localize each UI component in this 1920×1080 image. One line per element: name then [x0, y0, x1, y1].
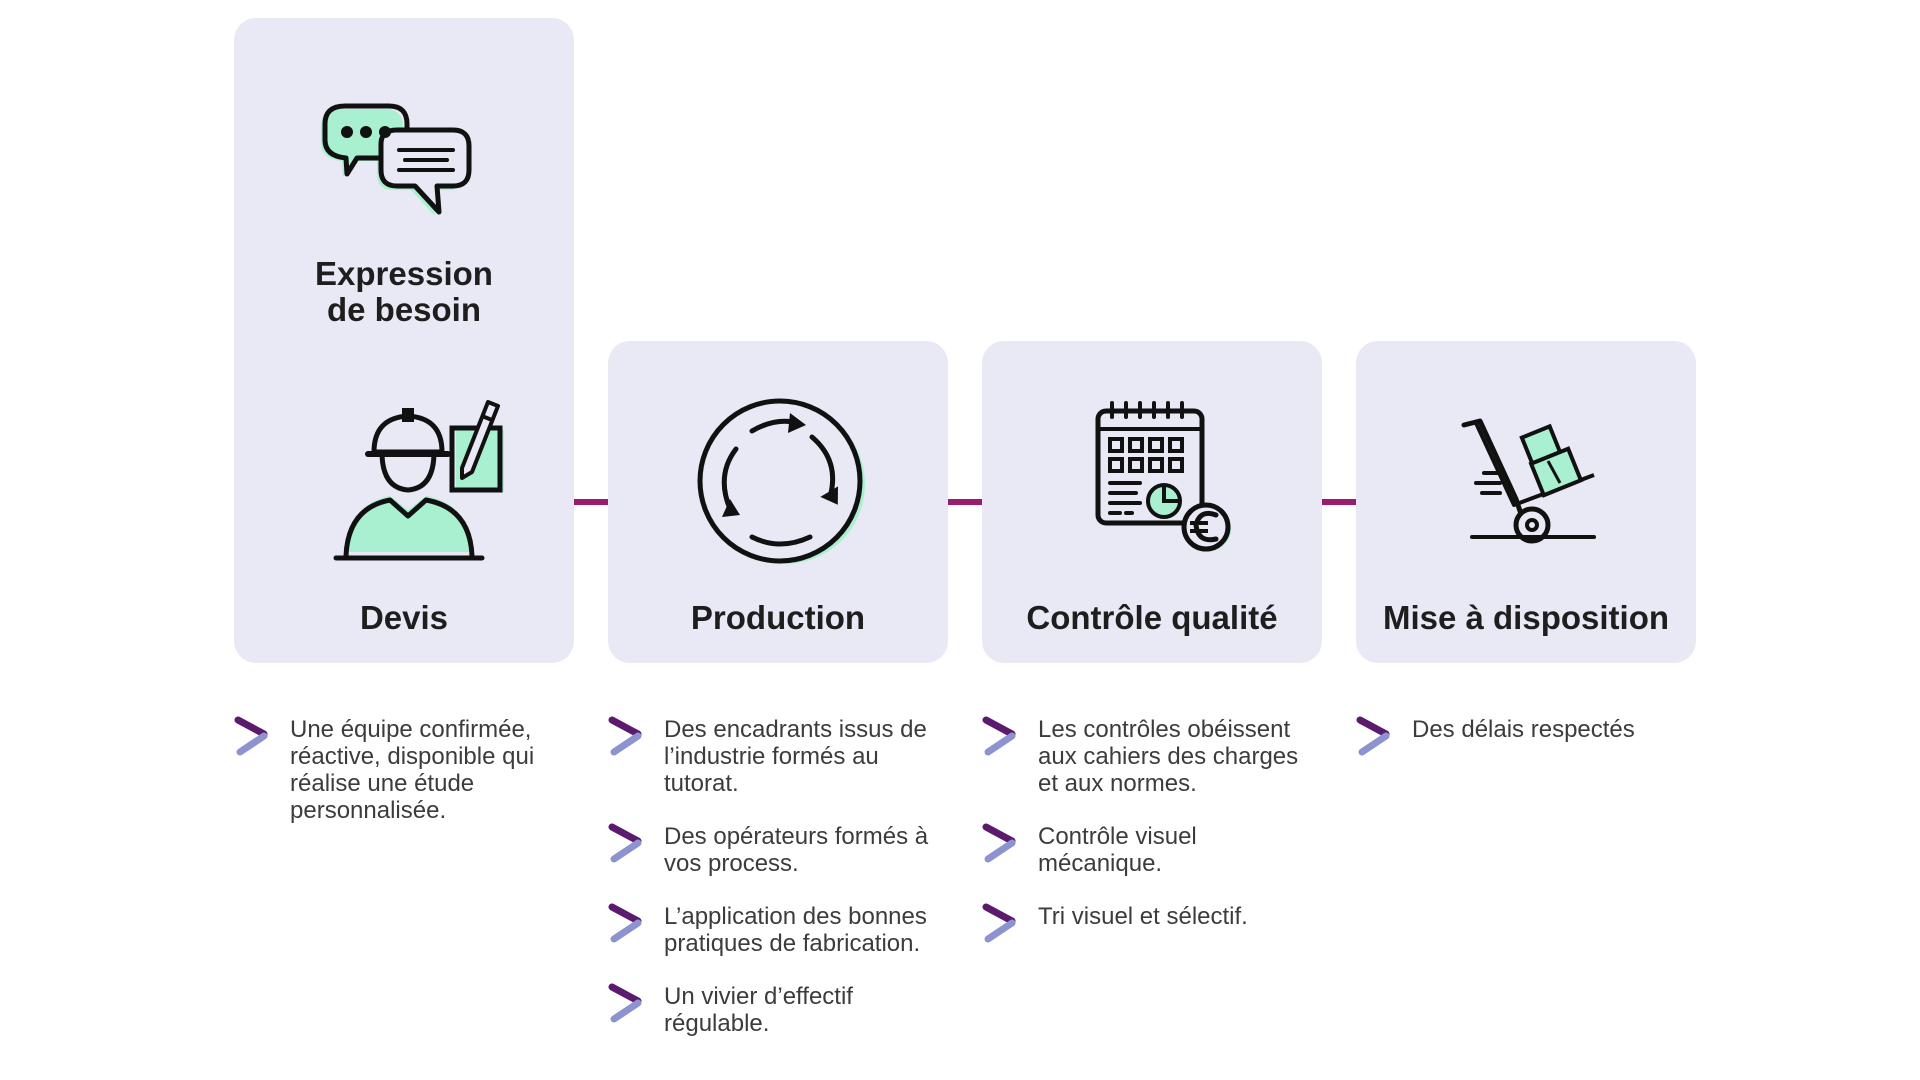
chevron-right-icon [608, 716, 642, 756]
list-item: L’application des bonnes pratiques de fa… [608, 903, 948, 957]
step-title-expression-line2: de besoin [326, 291, 482, 328]
bullet-text: L’application des bonnes pratiques de fa… [664, 903, 927, 957]
chevron-right-icon [982, 716, 1016, 756]
bullet-text: Une équipe confirmée, réactive, disponib… [290, 716, 535, 824]
hand-truck-icon [1461, 418, 1596, 544]
list-item: Des encadrants issus de l’industrie form… [608, 716, 948, 797]
connector-devis-production [572, 499, 608, 505]
bullet-text: Tri visuel et sélectif. [1038, 903, 1248, 930]
list-item: Une équipe confirmée, réactive, disponib… [234, 716, 574, 824]
bullet-text: Un vivier d’effectif régulable. [664, 983, 853, 1037]
bullet-text: Contrôle visuel mécanique. [1038, 823, 1197, 877]
step-title-expression-line1: Expression [315, 255, 493, 292]
cycle-arrows-icon [697, 398, 865, 564]
card-mise: Mise à disposition [1356, 341, 1696, 663]
bullet-text: Des délais respectés [1412, 716, 1635, 743]
bullets-devis: Une équipe confirmée, réactive, disponib… [234, 716, 574, 850]
chevron-right-icon [982, 823, 1016, 863]
chevron-right-icon [608, 823, 642, 863]
list-item: Tri visuel et sélectif. [982, 903, 1322, 943]
bullet-text: Des encadrants issus de l’industrie form… [664, 716, 927, 797]
connector-controle-mise [1320, 499, 1356, 505]
chevron-right-icon [608, 983, 642, 1023]
chevron-right-icon [234, 716, 268, 756]
bullets-mise: Des délais respectés [1356, 716, 1696, 769]
list-item: Contrôle visuel mécanique. [982, 823, 1322, 877]
chevron-right-icon [1356, 716, 1390, 756]
card-production: Production [608, 341, 948, 663]
step-title-production: Production [690, 599, 866, 636]
connector-production-controle [946, 499, 982, 505]
list-item: Les contrôles obéissent aux cahiers des … [982, 716, 1322, 797]
chevron-right-icon [982, 903, 1016, 943]
list-item: Des opérateurs formés à vos process. [608, 823, 948, 877]
card-controle: Contrôle qualité [982, 341, 1322, 663]
step-title-controle: Contrôle qualité [1026, 599, 1278, 636]
step-title-devis: Devis [359, 599, 449, 636]
worker-with-document-icon [333, 400, 504, 561]
step-title-mise: Mise à disposition [1382, 599, 1670, 636]
step-title-expression: Expression de besoin [234, 256, 574, 328]
list-item: Des délais respectés [1356, 716, 1696, 756]
chat-bubbles-icon [321, 103, 472, 216]
calendar-euro-icon [1095, 401, 1231, 552]
card-expression-devis: Expression de besoin Devis [234, 18, 574, 663]
bullets-production: Des encadrants issus de l’industrie form… [608, 716, 948, 1063]
bullet-text: Les contrôles obéissent aux cahiers des … [1038, 716, 1299, 797]
bullets-controle: Les contrôles obéissent aux cahiers des … [982, 716, 1322, 956]
chevron-right-icon [608, 903, 642, 943]
list-item: Un vivier d’effectif régulable. [608, 983, 948, 1037]
bullet-text: Des opérateurs formés à vos process. [664, 823, 929, 877]
